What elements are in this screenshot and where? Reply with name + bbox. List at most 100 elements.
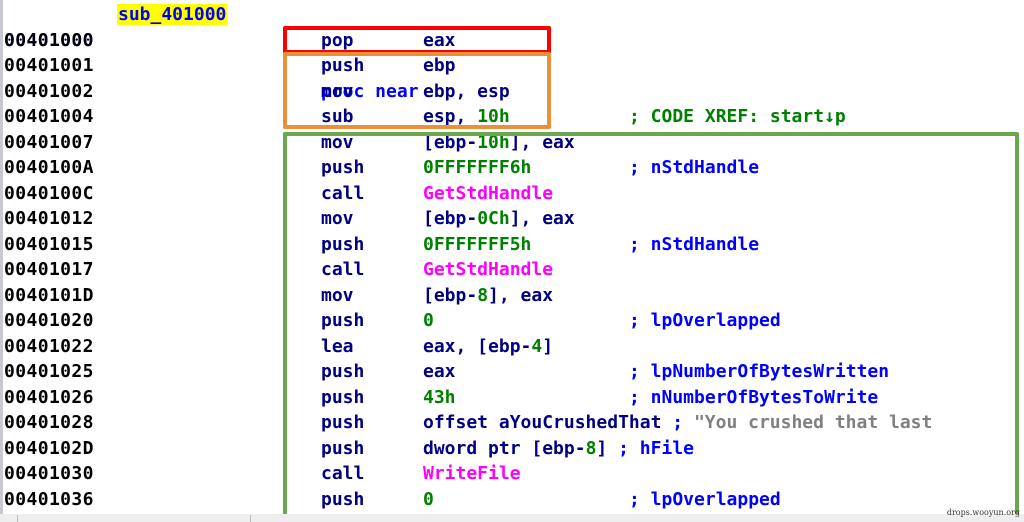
instruction-line[interactable]: 0040101D mov [ebp-8], eax — [0, 283, 1024, 309]
function-name-label[interactable]: sub_401000 — [117, 4, 228, 25]
watermark: drops.wooyun.org — [946, 508, 1020, 517]
instruction-address: 0040100A — [4, 157, 94, 178]
scrollbar-divider — [17, 515, 18, 522]
function-reference[interactable]: GetStdHandle — [423, 259, 554, 280]
instruction-mnemonic: call — [321, 259, 365, 280]
instruction-operands: GetStdHandle — [423, 181, 553, 207]
horizontal-scrollbar[interactable] — [0, 514, 1024, 522]
operand-text: ebp — [423, 55, 456, 76]
instruction-address: 00401026 — [4, 386, 94, 408]
instruction-operands: offset aYouCrushedThat ; "You crushed th… — [423, 410, 932, 436]
immediate-value: 10h — [477, 131, 510, 153]
instruction-address: 00401025 — [4, 361, 94, 382]
immediate-value: 0 — [423, 310, 434, 331]
instruction-comment: ; nNumberOfBytesToWrite — [629, 386, 879, 408]
operand-text: ebp, esp — [423, 80, 510, 102]
xref-comment[interactable]: ; CODE XREF: start↓p — [629, 106, 846, 127]
proc-directive: proc near — [321, 80, 419, 102]
instruction-line[interactable]: 00401007 mov [ebp-10h], eax — [0, 130, 1024, 156]
instruction-address: 00401012 — [4, 208, 94, 229]
instruction-mnemonic: push — [321, 233, 365, 255]
instruction-mnemonic: push — [321, 157, 365, 178]
operand-text: ], eax — [509, 131, 575, 153]
instruction-line[interactable]: 00401002 mov ebp, esp — [0, 79, 1024, 105]
scrollbar-divider — [250, 515, 251, 522]
instruction-operands: [ebp-8], eax — [423, 283, 553, 309]
instruction-comment: ; lpOverlapped — [629, 488, 781, 510]
instruction-line[interactable]: 0040100A push 0FFFFFFF6h ; nStdHandle — [0, 155, 1024, 181]
instruction-operands: esp, 10h — [423, 104, 510, 130]
instruction-mnemonic: lea — [321, 335, 354, 357]
string-comment: "You crushed that last — [693, 412, 933, 433]
immediate-value: 8 — [477, 284, 489, 306]
operand-text: ] — [542, 335, 554, 357]
immediate-value: 4 — [531, 335, 543, 357]
operand-text: dword ptr [ebp- — [423, 437, 586, 459]
immediate-value: 0FFFFFFF6h — [423, 157, 532, 178]
highlight-box-pop — [283, 26, 551, 54]
operand-text: esp, — [423, 106, 478, 127]
instruction-address: 00401022 — [4, 335, 94, 357]
instruction-mnemonic: push — [321, 310, 365, 331]
left-gutter — [0, 0, 3, 522]
immediate-value: 10h — [477, 106, 510, 127]
operand-text: [ebp- — [423, 208, 478, 229]
function-reference[interactable]: WriteFile — [423, 463, 521, 484]
instruction-operands: eax — [423, 359, 456, 385]
function-header-line[interactable]: 00401000 sub_401000 proc near ; CODE XRE… — [0, 2, 1024, 127]
instruction-line[interactable]: 00401030 call WriteFile — [0, 461, 1024, 487]
instruction-address: 0040102D — [4, 437, 94, 459]
instruction-mnemonic: mov — [321, 284, 354, 306]
instruction-mnemonic: mov — [321, 208, 354, 229]
inline-comment: ; — [672, 412, 694, 433]
instruction-mnemonic: pop — [321, 29, 354, 51]
instruction-line[interactable]: 00401022 lea eax, [ebp-4] — [0, 334, 1024, 360]
operand-text: offset aYouCrushedThat — [423, 412, 673, 433]
instruction-address: 00401002 — [4, 80, 94, 102]
instruction-mnemonic: sub — [321, 106, 354, 127]
function-reference[interactable]: GetStdHandle — [423, 182, 554, 204]
instruction-address: 00401028 — [4, 412, 94, 433]
instruction-operands: [ebp-0Ch], eax — [423, 206, 575, 232]
instruction-comment: ; nStdHandle — [629, 157, 760, 178]
instruction-address: 00401001 — [4, 55, 94, 76]
instruction-address: 00401017 — [4, 259, 94, 280]
operand-text: eax — [423, 361, 456, 382]
instruction-mnemonic: mov — [321, 80, 354, 102]
operand-text: eax, [ebp- — [423, 335, 532, 357]
function-address: 00401000 — [4, 29, 94, 51]
instruction-address: 00401007 — [4, 131, 94, 153]
instruction-mnemonic: mov — [321, 131, 354, 153]
instruction-line[interactable]: 00401017 call GetStdHandle — [0, 257, 1024, 283]
instruction-operands: 0 — [423, 308, 434, 334]
instruction-line[interactable]: 0040102D push dword ptr [ebp-8] ; hFile — [0, 436, 1024, 462]
immediate-value: 0 — [423, 488, 434, 510]
instruction-mnemonic: call — [321, 463, 365, 484]
immediate-value: 43h — [423, 386, 456, 408]
instruction-operands: 43h — [423, 385, 456, 411]
instruction-address: 0040100C — [4, 182, 94, 204]
instruction-operands: [ebp-10h], eax — [423, 130, 575, 156]
instruction-mnemonic: push — [321, 55, 365, 76]
instruction-comment: ; lpNumberOfBytesWritten — [629, 361, 890, 382]
instruction-address: 00401020 — [4, 310, 94, 331]
instruction-mnemonic: push — [321, 437, 365, 459]
operand-text: ] — [596, 437, 619, 459]
instruction-operands: 0 — [423, 487, 434, 513]
instruction-line[interactable]: 00401012 mov [ebp-0Ch], eax — [0, 206, 1024, 232]
instruction-address: 00401015 — [4, 233, 94, 255]
instruction-operands: dword ptr [ebp-8] ; hFile — [423, 436, 694, 462]
instruction-address: 0040101D — [4, 284, 94, 306]
instruction-address: 00401030 — [4, 463, 94, 484]
immediate-value: 0FFFFFFF5h — [423, 233, 532, 255]
instruction-line[interactable]: 00401001 push ebp — [0, 53, 1024, 79]
